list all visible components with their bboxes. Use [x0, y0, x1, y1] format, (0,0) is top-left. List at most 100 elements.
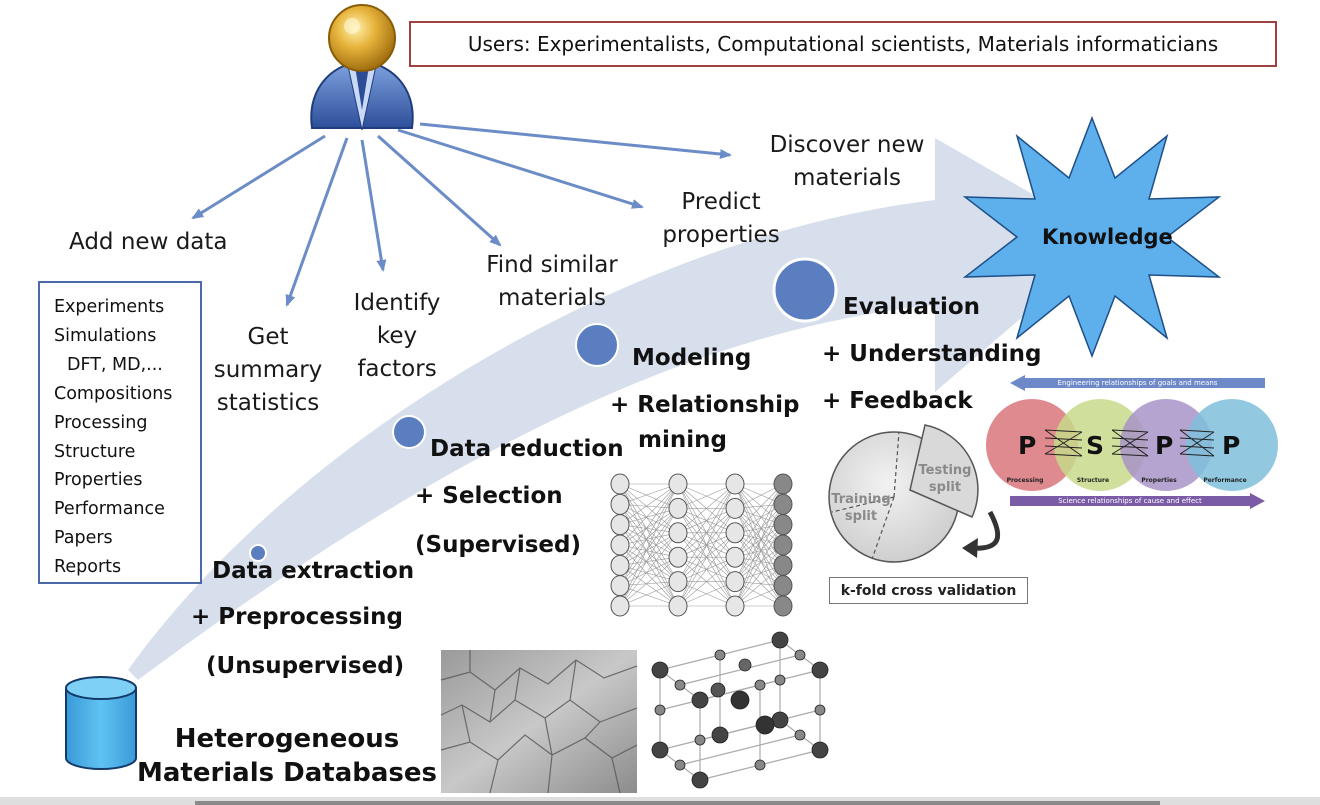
- nn-edge: [619, 532, 679, 546]
- source-item: Compositions: [54, 383, 173, 404]
- nn-edge: [677, 556, 736, 607]
- nn-edge: [734, 544, 784, 582]
- lattice-atom: [691, 691, 709, 709]
- engineering-arrow: [1010, 375, 1265, 391]
- crystal-lattice-atoms: [651, 631, 829, 789]
- nn-edge: [619, 556, 679, 566]
- pspp-letter-processing: P: [1018, 431, 1037, 460]
- nn-node: [668, 546, 688, 568]
- pspp-label-structure: Structure: [1076, 477, 1110, 484]
- node-modeling: [575, 323, 619, 367]
- database-label: Heterogeneous Materials Databases: [136, 724, 438, 788]
- users-label-box: Users: Experimentalists, Computational s…: [409, 21, 1277, 67]
- task-find-similar-materials: Find similar materials: [486, 252, 618, 311]
- nn-edge: [734, 565, 784, 607]
- nn-edge: [619, 508, 679, 607]
- source-item: Experiments: [54, 297, 165, 317]
- nn-node: [725, 546, 745, 568]
- lattice-atom: [771, 711, 789, 729]
- cross-validation-pie: [828, 424, 1001, 563]
- nn-edge: [619, 483, 679, 586]
- engineering-relationships-label: Engineering relationships of goals and m…: [1057, 379, 1218, 387]
- nn-node: [610, 554, 630, 576]
- nn-node: [773, 493, 793, 515]
- nn-edge: [619, 532, 679, 586]
- nn-edge: [677, 532, 736, 607]
- nn-node: [668, 571, 688, 593]
- nn-node: [773, 554, 793, 576]
- nn-edge: [677, 508, 736, 607]
- pspp-diagram: [986, 375, 1278, 509]
- source-item: Reports: [54, 557, 122, 578]
- lattice-atom: [651, 661, 669, 679]
- lattice-atom: [710, 682, 726, 698]
- nn-edge: [619, 483, 679, 525]
- nn-edge: [619, 504, 679, 534]
- science-arrow: [1010, 493, 1265, 509]
- nn-edge: [734, 508, 784, 586]
- lattice-atom: [738, 658, 752, 672]
- user-pointer-arrows: [191, 122, 732, 307]
- nn-edge: [619, 504, 679, 582]
- nn-edge: [619, 508, 679, 566]
- stage-evaluation-type: + Feedback: [822, 388, 973, 414]
- pspp-letter-properties: P: [1155, 431, 1174, 460]
- nn-edge: [619, 524, 679, 582]
- nn-edge: [619, 483, 679, 546]
- lattice-atom: [694, 734, 706, 746]
- lattice-atom: [651, 741, 669, 759]
- pspp-letter-performance: P: [1222, 431, 1241, 460]
- stage-evaluation-title: Evaluation: [843, 294, 981, 320]
- node-extraction: [249, 544, 267, 562]
- lattice-atom: [654, 704, 666, 716]
- nn-edge: [734, 483, 784, 546]
- nn-edge: [734, 508, 784, 546]
- nn-edge: [619, 504, 679, 607]
- lattice-atom: [711, 726, 729, 744]
- nn-node: [668, 497, 688, 519]
- source-item: Simulations: [54, 325, 157, 346]
- pspp-letter-structure: S: [1086, 431, 1105, 460]
- source-item: Papers: [54, 528, 113, 549]
- crystal-lattice: [659, 639, 821, 781]
- nn-node: [668, 522, 688, 544]
- nn-edge: [619, 504, 679, 509]
- task-predict-properties: Predict properties: [662, 189, 780, 248]
- lattice-atom: [771, 631, 789, 649]
- nn-edge: [677, 483, 736, 534]
- nn-node: [725, 473, 745, 495]
- lattice-atom: [811, 661, 829, 679]
- stage-reduction-title: Data reduction: [430, 436, 624, 462]
- stage-extraction-sub: + Preprocessing: [191, 604, 404, 630]
- nn-edge: [619, 508, 679, 546]
- bottom-scroll-thumb[interactable]: [195, 801, 1160, 805]
- nn-edge: [619, 524, 679, 558]
- nn-edge: [734, 483, 784, 566]
- lattice-atom: [755, 715, 775, 735]
- source-item: DFT, MD,...: [67, 354, 163, 375]
- nn-edge: [619, 524, 679, 607]
- nn-edge: [619, 483, 679, 566]
- microstructure-image: [440, 650, 638, 794]
- nn-edge: [619, 556, 679, 586]
- nn-edge: [619, 508, 679, 525]
- nn-node: [773, 595, 793, 617]
- source-item: Properties: [54, 470, 143, 491]
- nn-edge: [734, 483, 784, 525]
- nn-edge: [734, 524, 784, 582]
- neural-network-nodes: [610, 473, 793, 617]
- nn-node: [773, 473, 793, 495]
- nn-edge: [734, 483, 784, 534]
- lattice-atom: [730, 690, 750, 710]
- nn-edge: [619, 565, 679, 607]
- stage-modeling-type: mining: [638, 427, 727, 453]
- nn-edge: [734, 544, 784, 607]
- nn-edge: [677, 483, 736, 509]
- lattice-atom: [794, 729, 806, 741]
- data-sources-box: Experiments Simulations DFT, MD,... Comp…: [38, 281, 202, 584]
- nn-edge: [677, 581, 736, 607]
- lattice-atom: [691, 771, 709, 789]
- nn-node: [773, 514, 793, 536]
- nn-node: [668, 595, 688, 617]
